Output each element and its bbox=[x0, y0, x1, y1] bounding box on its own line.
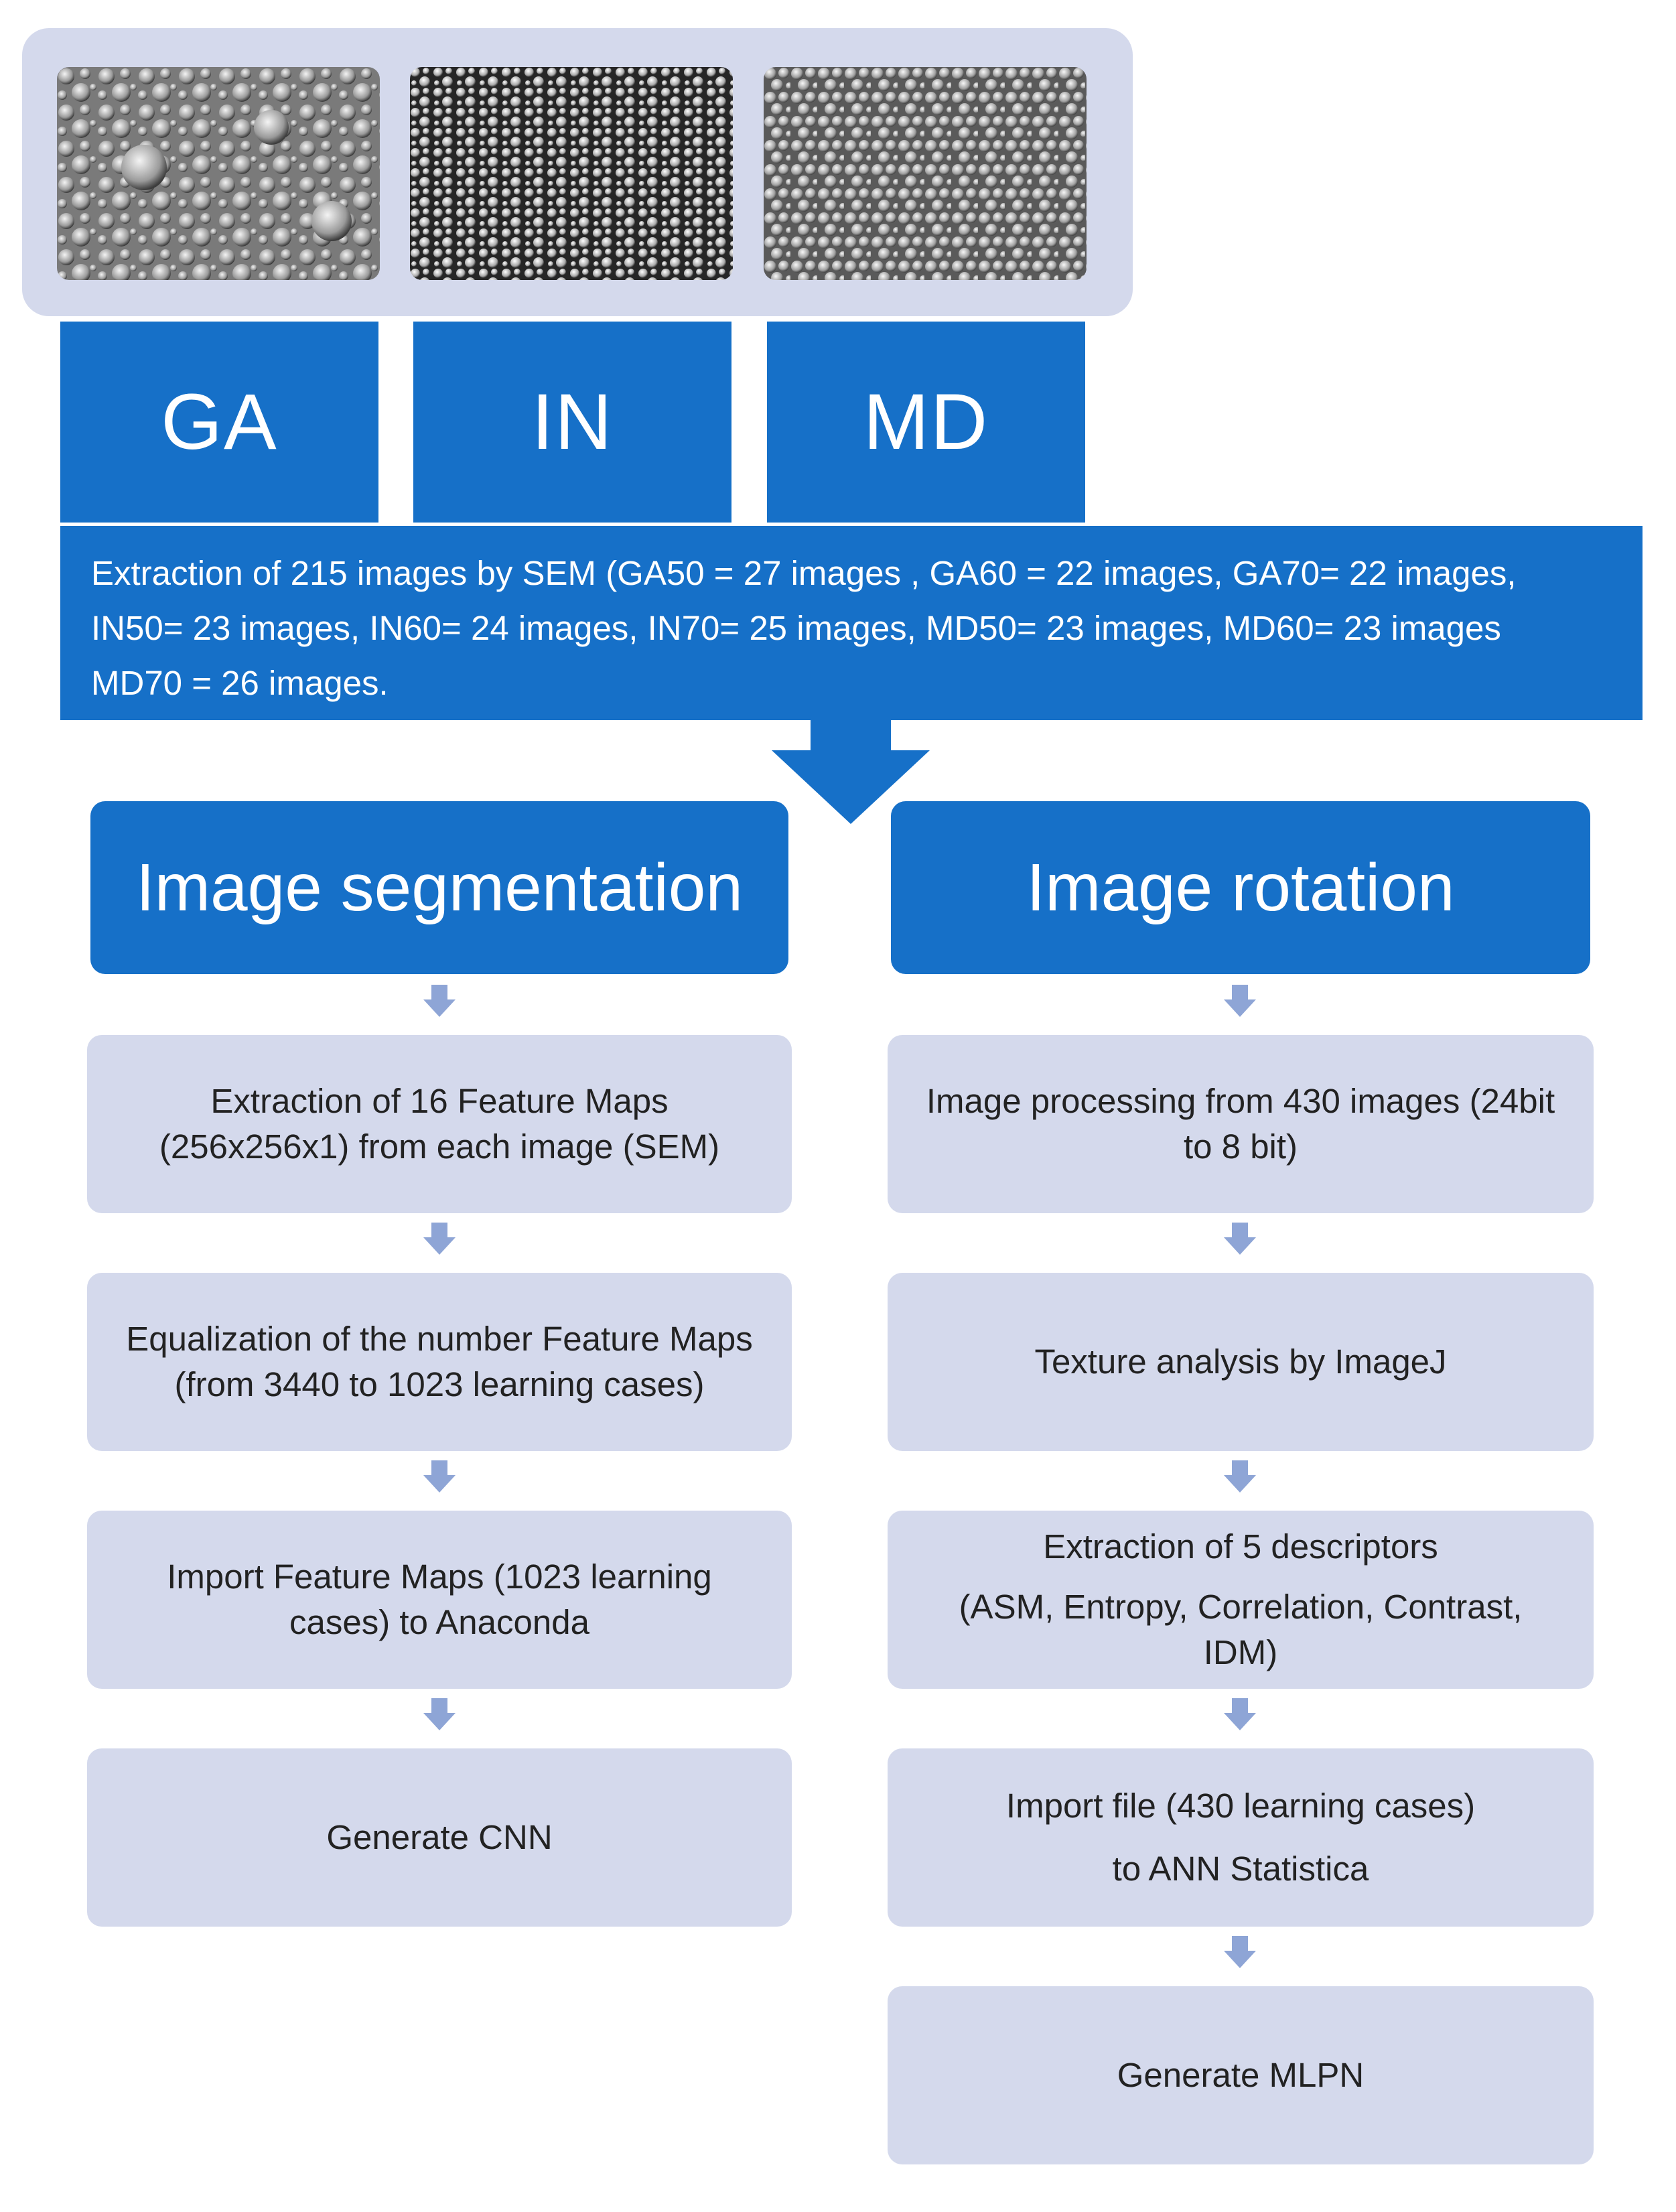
step-equalization-text: Equalization of the number Feature Maps … bbox=[126, 1320, 753, 1403]
down-arrow-left-1 bbox=[423, 985, 456, 1017]
step-texture-analysis-text: Texture analysis by ImageJ bbox=[1034, 1342, 1447, 1381]
step-extraction-descriptors: Extraction of 5 descriptors (ASM, Entrop… bbox=[888, 1511, 1594, 1689]
down-arrow-right-4 bbox=[1224, 1698, 1256, 1730]
sem-image-md bbox=[764, 67, 1087, 280]
step-extraction-feature-maps: Extraction of 16 Feature Maps (256x256x1… bbox=[87, 1035, 792, 1213]
sem-image-in bbox=[410, 67, 733, 280]
step-import-file: Import file (430 learning cases) to ANN … bbox=[888, 1748, 1594, 1927]
down-arrow-right-1 bbox=[1224, 985, 1256, 1017]
header-image-segmentation: Image segmentation bbox=[90, 801, 788, 974]
step-import-file-line-1: Import file (430 learning cases) bbox=[1005, 1787, 1476, 1825]
step-image-processing: Image processing from 430 images (24bit … bbox=[888, 1035, 1594, 1213]
step-image-processing-text: Image processing from 430 images (24bit … bbox=[926, 1082, 1555, 1166]
header-image-segmentation-label: Image segmentation bbox=[135, 849, 744, 925]
step-generate-cnn: Generate CNN bbox=[87, 1748, 792, 1927]
sem-texture-ga bbox=[57, 67, 380, 280]
sem-image-ga bbox=[57, 67, 380, 280]
group-box-ga: GA bbox=[60, 322, 378, 523]
sem-texture-in bbox=[410, 67, 733, 280]
down-arrow-left-2 bbox=[423, 1223, 456, 1255]
step-extraction-descriptors-list: (ASM, Entropy, Correlation, Contrast, ID… bbox=[959, 1588, 1523, 1671]
down-arrow-right-2 bbox=[1224, 1223, 1256, 1255]
down-arrow-right-5 bbox=[1224, 1936, 1256, 1968]
down-arrow-left-4 bbox=[423, 1698, 456, 1730]
step-texture-analysis: Texture analysis by ImageJ bbox=[888, 1273, 1594, 1451]
step-generate-mlpn: Generate MLPN bbox=[888, 1986, 1594, 2164]
step-import-feature-maps-text: Import Feature Maps (1023 learning cases… bbox=[167, 1558, 712, 1641]
sem-texture-md bbox=[764, 67, 1087, 280]
group-label-in: IN bbox=[531, 378, 614, 466]
step-extraction-descriptors-title: Extraction of 5 descriptors bbox=[1043, 1527, 1438, 1566]
extraction-line-3: MD70 = 26 images. bbox=[91, 664, 389, 702]
header-image-rotation-label: Image rotation bbox=[1026, 849, 1455, 925]
group-label-ga: GA bbox=[161, 378, 278, 466]
step-import-feature-maps: Import Feature Maps (1023 learning cases… bbox=[87, 1511, 792, 1689]
group-box-in: IN bbox=[413, 322, 731, 523]
group-box-md: MD bbox=[767, 322, 1085, 523]
step-generate-cnn-text: Generate CNN bbox=[326, 1818, 553, 1856]
extraction-line-2: IN50= 23 images, IN60= 24 images, IN70= … bbox=[91, 609, 1501, 647]
step-extraction-feature-maps-text: Extraction of 16 Feature Maps (256x256x1… bbox=[159, 1082, 720, 1166]
extraction-banner bbox=[60, 526, 1643, 720]
step-generate-mlpn-text: Generate MLPN bbox=[1117, 2056, 1365, 2094]
extraction-line-1: Extraction of 215 images by SEM (GA50 = … bbox=[91, 554, 1517, 592]
down-arrow-right-3 bbox=[1224, 1460, 1256, 1493]
header-image-rotation: Image rotation bbox=[891, 801, 1590, 974]
step-equalization: Equalization of the number Feature Maps … bbox=[87, 1273, 792, 1451]
step-import-file-line-2: to ANN Statistica bbox=[1112, 1850, 1369, 1888]
extraction-text: Extraction of 215 images by SEM (GA50 = … bbox=[91, 546, 1618, 711]
down-arrow-left-3 bbox=[423, 1460, 456, 1493]
down-arrow-main bbox=[772, 717, 930, 824]
group-label-md: MD bbox=[863, 378, 989, 466]
